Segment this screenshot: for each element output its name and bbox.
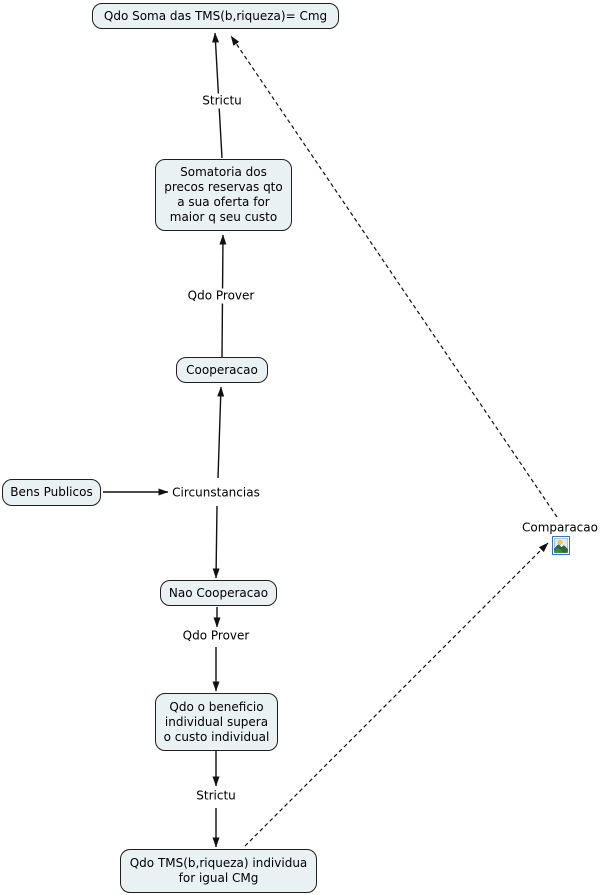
node-label: Bens Publicos: [10, 485, 93, 499]
node-cooperacao[interactable]: Cooperacao: [176, 357, 268, 383]
node-label: Qdo TMS(b,riqueza) individua for igual C…: [129, 856, 308, 885]
node-label: Cooperacao: [186, 362, 258, 377]
linking-phrase-qdo-prover-upper[interactable]: Qdo Prover: [184, 288, 258, 304]
node-label: Nao Cooperacao: [168, 585, 269, 600]
linking-phrase-circunstancias[interactable]: Circunstancias: [169, 485, 263, 501]
linking-phrase-comparacao[interactable]: Comparacao: [519, 520, 601, 536]
node-bens-publicos[interactable]: Bens Publicos: [2, 479, 101, 506]
node-nao-cooperacao[interactable]: Nao Cooperacao: [160, 580, 277, 606]
node-somatoria-precos-reservas[interactable]: Somatoria dos precos reservas qto a sua …: [155, 159, 292, 231]
edge-circunstancias-to-nao-cooperacao: [212, 505, 220, 579]
node-qdo-soma-tms[interactable]: Qdo Soma das TMS(b,riqueza)= Cmg: [92, 3, 339, 29]
linking-phrase-strictu-bottom[interactable]: Strictu: [193, 788, 239, 804]
node-label: Qdo Soma das TMS(b,riqueza)= Cmg: [103, 8, 328, 23]
image-resource-icon[interactable]: [552, 536, 570, 555]
linking-phrase-strictu-top[interactable]: Strictu: [199, 93, 245, 109]
node-qdo-tms-igual-cmg[interactable]: Qdo TMS(b,riqueza) individua for igual C…: [120, 849, 317, 893]
node-label: Qdo o beneficio individual supera o cust…: [163, 699, 270, 744]
node-beneficio-individual[interactable]: Qdo o beneficio individual supera o cust…: [155, 693, 278, 751]
edge-comparacao-to-top-dashed: [230, 35, 558, 518]
linking-phrase-qdo-prover-lower[interactable]: Qdo Prover: [179, 628, 253, 644]
node-label: Somatoria dos precos reservas qto a sua …: [164, 165, 283, 224]
edge-bottom-to-comparacao-dashed: [244, 542, 549, 847]
edge-circunstancias-to-cooperacao: [217, 386, 225, 479]
